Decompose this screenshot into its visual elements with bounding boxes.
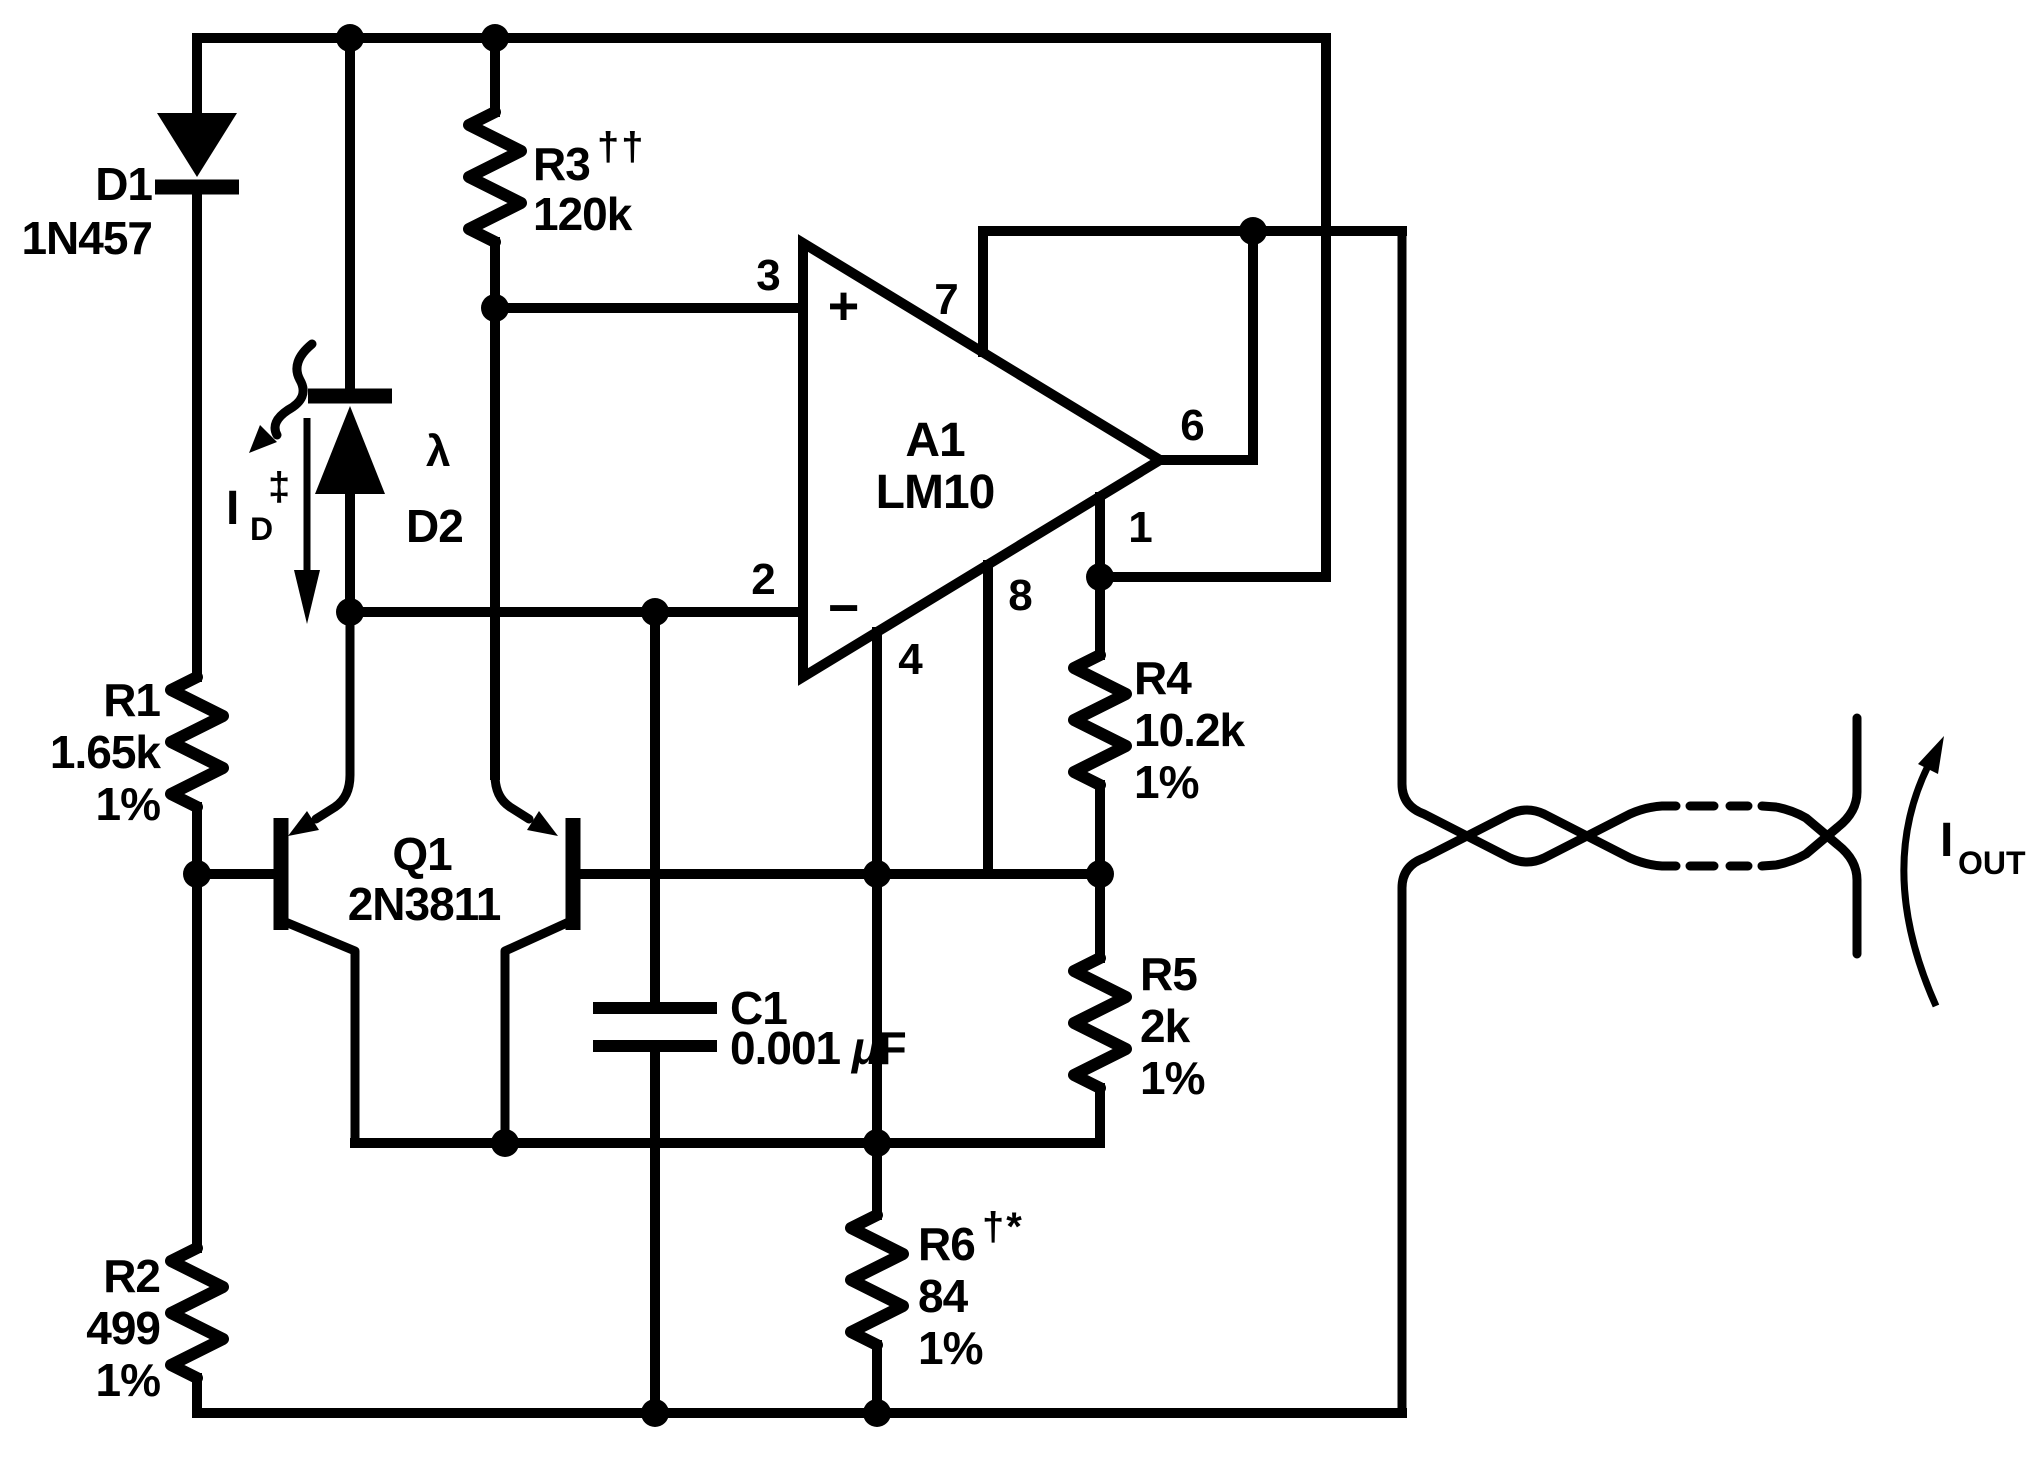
- r2-ref-label: R2: [103, 1250, 160, 1302]
- id-current-annotation: I D ‡: [226, 418, 320, 624]
- resistor-r5-icon: [1068, 952, 1132, 1094]
- photodiode-d2: λ D2: [249, 33, 464, 617]
- q1-right-collector-wire: [500, 916, 576, 1148]
- junction-dot: [863, 860, 891, 888]
- junction-dot: [336, 24, 364, 52]
- c1-ref-label: C1: [730, 982, 787, 1034]
- light-arrowhead-icon: [249, 425, 277, 453]
- r2-value-label: 499: [86, 1302, 160, 1354]
- q1-left-emitter-arrow-icon: [288, 811, 319, 836]
- iout-arrowhead-icon: [1918, 736, 1944, 774]
- twisted-pair-wire-a-left: [1397, 226, 1681, 867]
- r5-tol-label: 1%: [1140, 1052, 1205, 1104]
- r3-value-label: 120k: [533, 188, 633, 240]
- light-wave-arrow-icon: [270, 339, 317, 440]
- id-subscript-label: D: [250, 511, 273, 547]
- q1-left-emitter-wire: [311, 607, 355, 824]
- diode-d1-icon: [157, 113, 237, 177]
- resistor-r2: R2 499 1%: [86, 1242, 229, 1406]
- junction-dot: [481, 294, 509, 322]
- resistor-r2-icon: [165, 1242, 229, 1384]
- resistor-r4: R4 10.2k 1%: [1068, 572, 1247, 879]
- diode-d2-icon: [315, 406, 385, 494]
- c1-value-label: 0.001 μF: [730, 1022, 906, 1074]
- r6-value-label: 84: [918, 1270, 969, 1322]
- c1-mu-symbol: μ: [850, 1022, 880, 1074]
- junction-dot: [183, 860, 211, 888]
- twisted-pair-wire-a-right: [1757, 801, 1862, 959]
- junction-dot: [481, 24, 509, 52]
- iout-arc: [1900, 764, 1940, 1008]
- r1-tol-label: 1%: [96, 778, 161, 830]
- r5-ref-label: R5: [1140, 948, 1197, 1000]
- r6-marks-label: †*: [982, 1205, 1024, 1249]
- r3-ref-label: R3: [533, 138, 590, 190]
- junction-dot: [641, 1399, 669, 1427]
- junction-dot: [1086, 563, 1114, 591]
- id-arrowhead-icon: [294, 570, 320, 624]
- resistor-r4-icon: [1068, 649, 1132, 791]
- twisted-pair-wire-b-left: [1397, 805, 1681, 1418]
- opamp-plus-label: +: [828, 276, 859, 336]
- resistor-r1-icon: [165, 671, 229, 813]
- r1-value-label: 1.65k: [50, 726, 162, 778]
- r3-daggers-label: ††: [597, 125, 646, 169]
- junction-dot: [1086, 860, 1114, 888]
- q1-right-emitter-wire: [490, 607, 534, 824]
- diode-d1: D1 1N457: [21, 113, 239, 264]
- d2-lambda-label: λ: [426, 427, 450, 476]
- pin7-label: 7: [934, 275, 957, 324]
- junction-dot: [491, 1129, 519, 1157]
- r2-tol-label: 1%: [96, 1354, 161, 1406]
- resistor-r5: R5 2k 1%: [1068, 869, 1206, 1148]
- opamp-part-label: LM10: [876, 466, 995, 519]
- junction-dots: [183, 24, 1267, 1427]
- junction-dot: [336, 598, 364, 626]
- d2-ref-label: D2: [406, 500, 463, 552]
- r6-tol-label: 1%: [918, 1322, 983, 1374]
- r4-tol-label: 1%: [1134, 756, 1199, 808]
- q1-ref-label: Q1: [392, 828, 452, 880]
- resistor-r3: R3 †† 120k: [463, 33, 646, 313]
- transistor-q1: Q1 2N3811: [192, 607, 1105, 1148]
- resistor-r6: R6 †* 84 1%: [845, 1205, 1024, 1418]
- pin6-label: 6: [1180, 401, 1203, 450]
- q1-part-label: 2N3811: [348, 878, 501, 930]
- junction-dot: [641, 598, 669, 626]
- r4-ref-label: R4: [1134, 652, 1192, 704]
- pin4-label: 4: [898, 635, 923, 684]
- d1-ref-label: D1: [95, 158, 152, 210]
- pin3-label: 3: [756, 251, 779, 300]
- pin8-label: 8: [1008, 571, 1032, 620]
- opamp-ref-label: A1: [905, 414, 965, 467]
- junction-dot: [863, 1129, 891, 1157]
- opamp-minus-label: −: [828, 578, 859, 638]
- iout-annotation: I OUT: [1900, 736, 2026, 1008]
- resistor-r3-icon: [463, 106, 527, 248]
- junction-dot: [1239, 217, 1267, 245]
- pin1-label: 1: [1128, 503, 1152, 552]
- pin2-label: 2: [751, 555, 774, 604]
- q1-left-collector-wire: [278, 916, 360, 1148]
- r5-value-label: 2k: [1140, 1000, 1191, 1052]
- id-doubledagger-label: ‡: [268, 465, 292, 509]
- twisted-pair-output: [1397, 226, 1862, 1418]
- twisted-pair-wire-b-right: [1757, 713, 1862, 871]
- r6-ref-label: R6: [918, 1218, 975, 1270]
- d1-part-label: 1N457: [21, 212, 152, 264]
- iout-symbol-label: I: [1940, 814, 1952, 867]
- id-symbol-label: I: [226, 482, 238, 535]
- resistor-r6-icon: [845, 1209, 909, 1351]
- r1-ref-label: R1: [103, 674, 160, 726]
- capacitor-c1: C1 0.001 μF: [593, 607, 907, 1418]
- junction-dot: [863, 1399, 891, 1427]
- iout-subscript-label: OUT: [1958, 845, 2026, 881]
- q1-right-emitter-arrow-icon: [527, 811, 558, 836]
- opamp-a1: + − A1 LM10 3 2 7 6 1 8 4: [751, 234, 1205, 686]
- resistor-r1: R1 1.65k 1%: [50, 671, 229, 830]
- r4-value-label: 10.2k: [1134, 704, 1246, 756]
